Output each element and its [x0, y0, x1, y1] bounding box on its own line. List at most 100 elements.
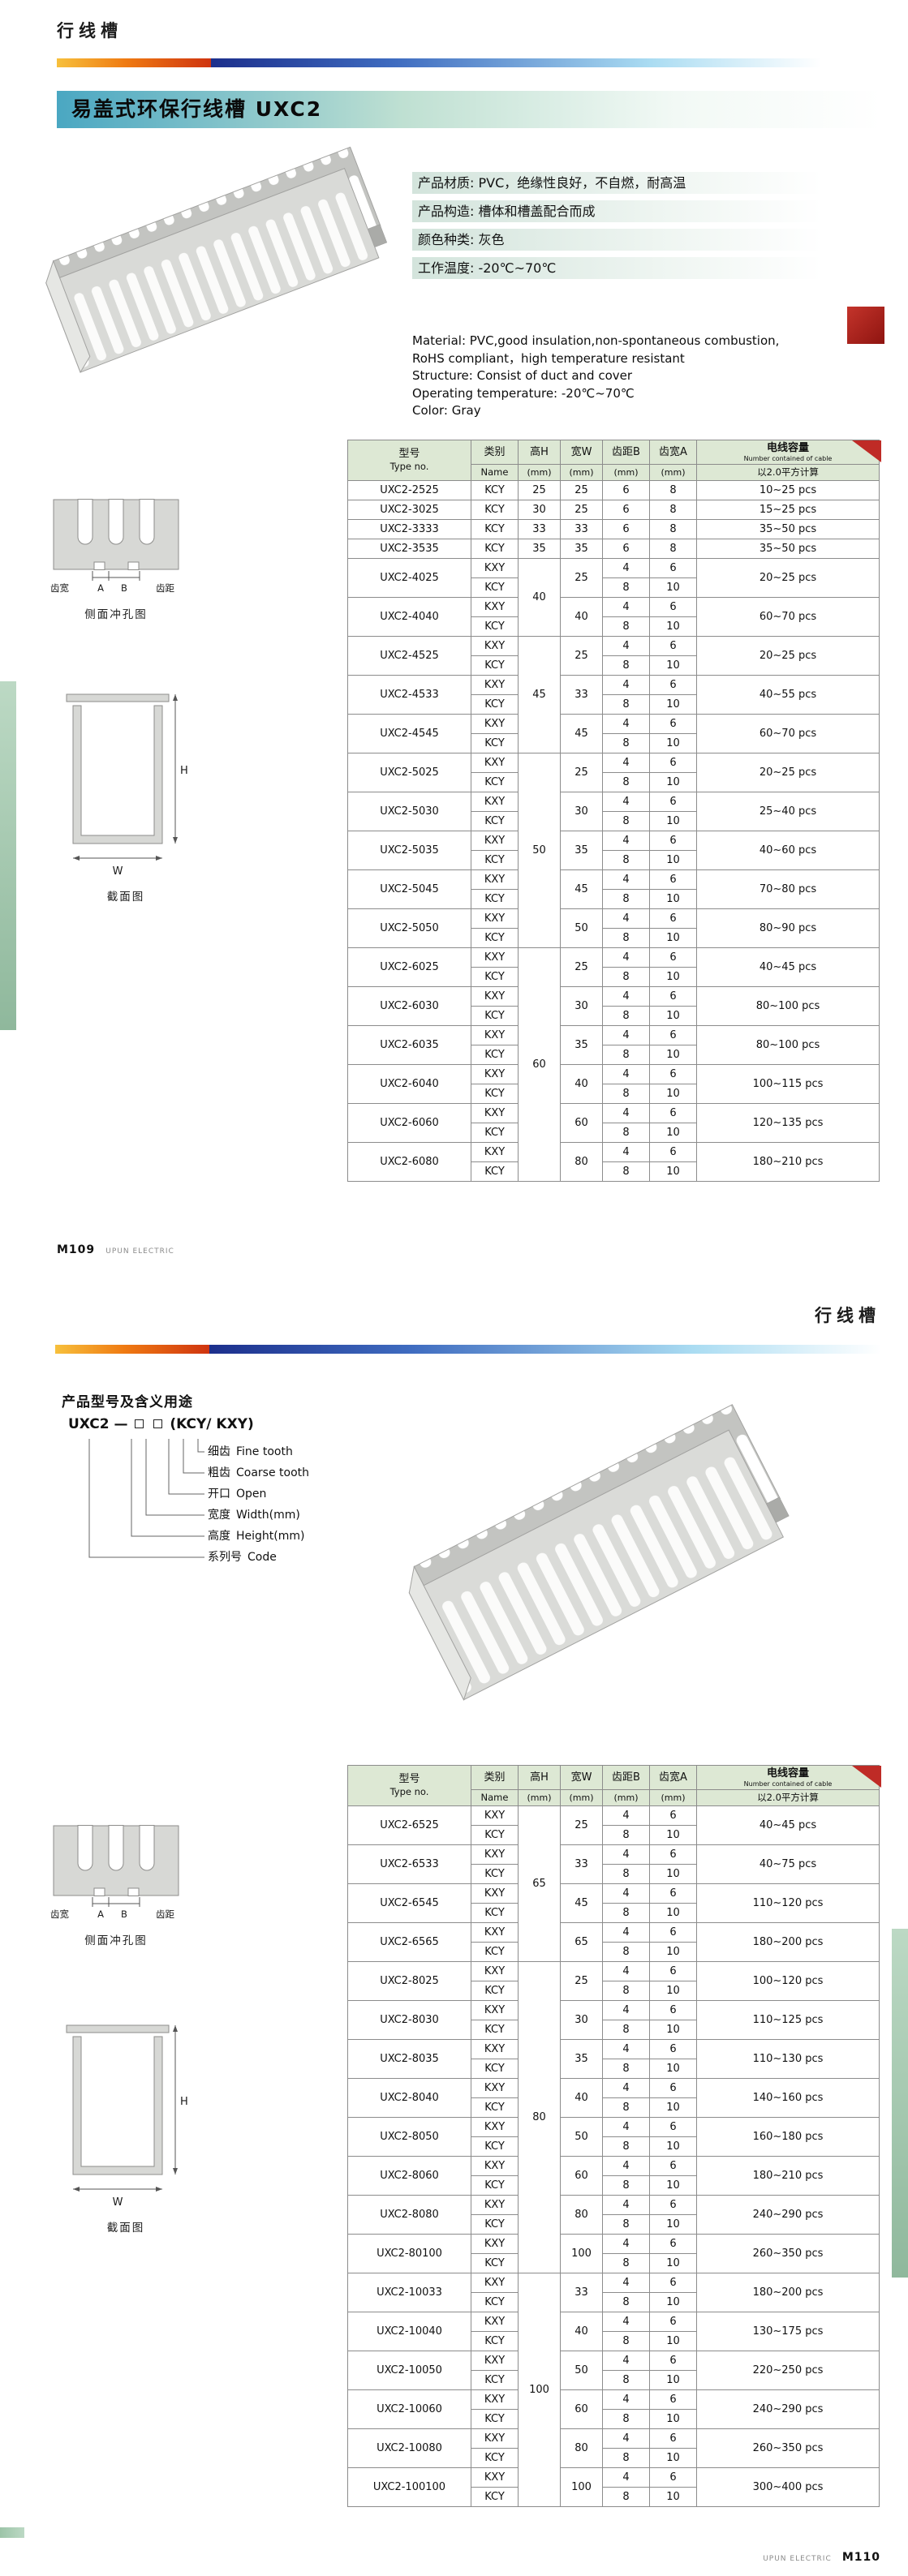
variant-name: KXY — [471, 2116, 519, 2137]
tooth-a-value: 10 — [649, 2175, 697, 2196]
variant-name: KXY — [471, 2155, 519, 2176]
tooth-a-value: 6 — [649, 557, 697, 578]
width-w-value: 60 — [560, 1102, 603, 1143]
spec-en-structure: Structure: Consist of duct and cover — [412, 368, 633, 383]
pitch-b-value: 4 — [602, 2311, 650, 2332]
cable-capacity-value: 110~125 pcs — [696, 1999, 880, 2040]
specs-en-block: Material: PVC,good insulation,non-sponta… — [412, 333, 779, 420]
category-label: 行线槽 — [57, 21, 123, 41]
variant-name: KCY — [471, 2058, 519, 2079]
tooth-a-value: 10 — [649, 1044, 697, 1065]
pitch-b-value: 4 — [602, 596, 650, 617]
height-h-value: 35 — [518, 538, 561, 559]
variant-name: KCY — [471, 966, 519, 987]
variant-name: KXY — [471, 752, 519, 773]
pitch-b-value: 4 — [602, 2116, 650, 2137]
tooth-a-value: 6 — [649, 1024, 697, 1045]
variant-name: KCY — [471, 655, 519, 676]
cable-capacity-value: 20~25 pcs — [696, 635, 880, 676]
variant-name: KXY — [471, 1999, 519, 2020]
page-1: 行线槽 易盖式环保行线槽 UXC2 — [0, 21, 884, 1256]
pitch-b-value: 8 — [602, 2058, 650, 2079]
variant-name: KXY — [471, 830, 519, 851]
variant-name: KXY — [471, 2233, 519, 2254]
variant-name: KCY — [471, 1044, 519, 1065]
variant-name: KCY — [471, 538, 519, 559]
width-w-value: 45 — [560, 869, 603, 909]
pitch-b-value: 4 — [602, 2077, 650, 2098]
tooth-a-value: 6 — [649, 1102, 697, 1123]
model-type: UXC2-8060 — [347, 2155, 471, 2196]
pitch-b-value: 8 — [602, 2136, 650, 2157]
th-capacity-cn: 电线容量 — [766, 1767, 809, 1780]
spec-line-temperature: 工作温度: -20℃~70℃ — [412, 257, 822, 279]
tooth-a-value: 6 — [649, 674, 697, 695]
cable-capacity-value: 160~180 pcs — [696, 2116, 880, 2157]
cross-section-figure: H W 截面图 — [57, 2022, 203, 2235]
tooth-width-label: 齿宽 — [50, 1908, 69, 1920]
tooth-a-value: 6 — [649, 947, 697, 968]
pitch-b-value: 4 — [602, 1844, 650, 1865]
tooth-a-value: 10 — [649, 1083, 697, 1104]
model-type: UXC2-5025 — [347, 752, 471, 792]
cable-capacity-value: 40~75 pcs — [696, 1844, 880, 1884]
tooth-a-value: 6 — [649, 752, 697, 773]
tooth-a-value: 6 — [649, 2389, 697, 2410]
pitch-b-value: 8 — [602, 2252, 650, 2273]
tooth-a-value: 10 — [649, 693, 697, 715]
pitch-b-value: 8 — [602, 1824, 650, 1845]
code-suffix: (KCY/ KXY) — [170, 1416, 254, 1432]
section-figure-caption: 截面图 — [106, 2222, 145, 2235]
tooth-a-value: 10 — [649, 1161, 697, 1182]
code-label-cn: 系列号 — [208, 1551, 242, 1564]
pitch-b-value: 8 — [602, 2291, 650, 2312]
side-punch-figure: 齿宽 A B 齿距 侧面冲孔图 — [47, 493, 193, 621]
tooth-a-value: 10 — [649, 2097, 697, 2118]
cable-capacity-value: 180~200 pcs — [696, 2272, 880, 2312]
pitch-b-value: 8 — [602, 966, 650, 987]
variant-name: KXY — [471, 985, 519, 1007]
pitch-b-value: 4 — [602, 1883, 650, 1904]
pitch-b-value: 8 — [602, 1161, 650, 1182]
variant-name: KXY — [471, 908, 519, 929]
variant-name: KXY — [471, 1024, 519, 1045]
tooth-width-label: 齿宽 — [50, 582, 69, 594]
tooth-a-value: 6 — [649, 2428, 697, 2449]
cable-capacity-value: 220~250 pcs — [696, 2350, 880, 2390]
variant-name: KXY — [471, 674, 519, 695]
variant-name: KCY — [471, 518, 519, 539]
width-w-value: 33 — [560, 2272, 603, 2312]
width-w-value: 50 — [560, 908, 603, 948]
tooth-a-value: 10 — [649, 1902, 697, 1923]
tooth-a-value: 10 — [649, 927, 697, 948]
cable-capacity-value: 15~25 pcs — [696, 499, 880, 520]
cable-capacity-value: 260~350 pcs — [696, 2428, 880, 2468]
header-accent-bar — [55, 1345, 881, 1354]
variant-name: KCY — [471, 927, 519, 948]
th-capacity: 电线容量 Number contained of cable — [696, 1764, 880, 1791]
punch-figure-caption: 侧面冲孔图 — [84, 608, 148, 621]
tooth-a-value: 6 — [649, 2155, 697, 2176]
variant-name: KCY — [471, 1161, 519, 1182]
page-edge-tab — [892, 1929, 908, 2278]
th-width: 宽W — [560, 1764, 603, 1791]
category-label: 行线槽 — [815, 1306, 880, 1325]
cable-capacity-value: 40~45 pcs — [696, 947, 880, 987]
cable-capacity-value: 70~80 pcs — [696, 869, 880, 909]
th-capacity-note: 以2.0平方计算 — [696, 464, 880, 481]
cross-section-drawing: H W — [66, 693, 188, 878]
pitch-b-value: 4 — [602, 2467, 650, 2488]
variant-name: KCY — [471, 693, 519, 715]
